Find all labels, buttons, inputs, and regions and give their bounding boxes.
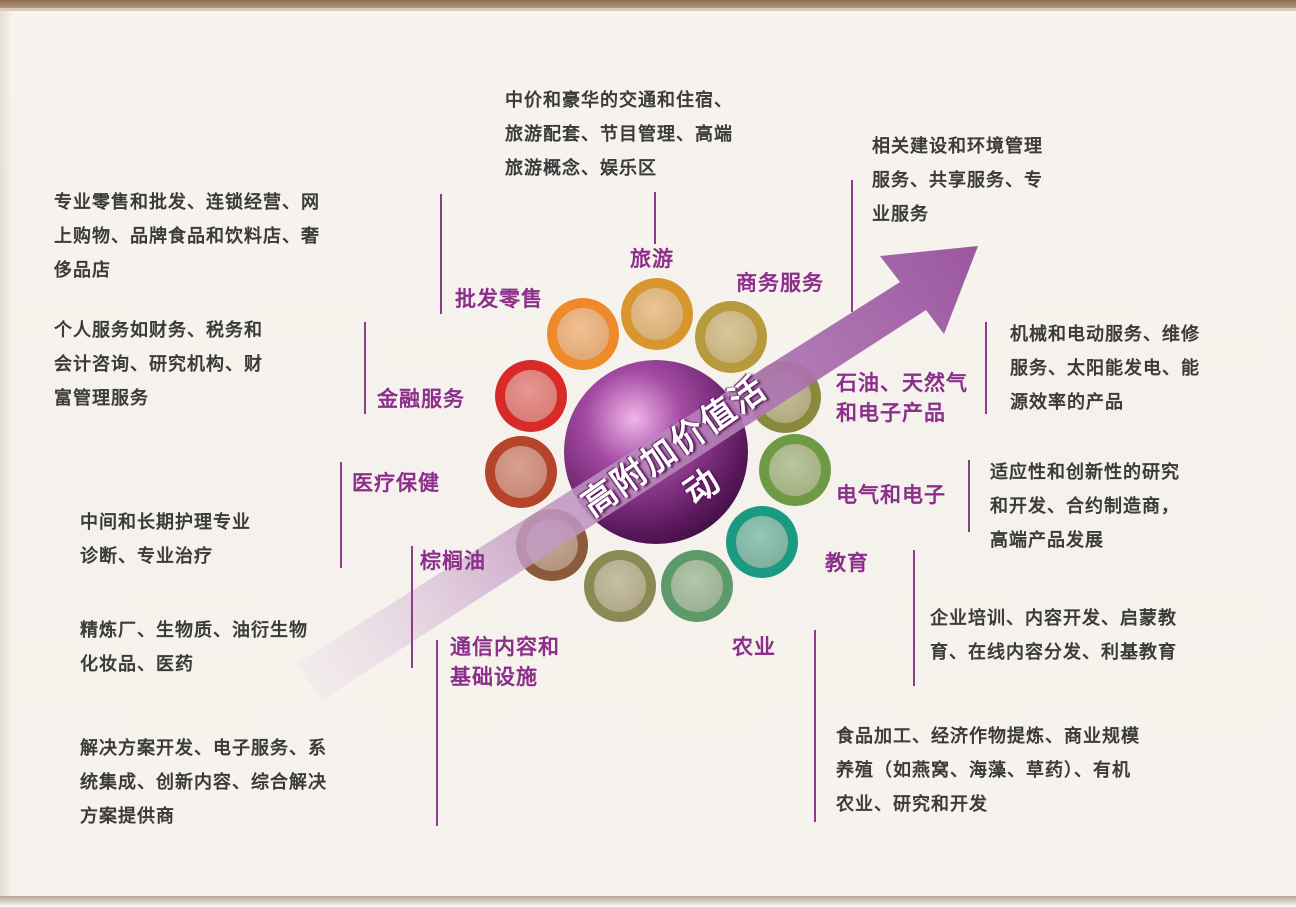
category-business-services: 商务服务	[736, 271, 824, 295]
description-business-services: 相关建设和环境管理 服务、共享服务、专 业服务	[872, 136, 1043, 225]
category-healthcare: 医疗保健	[352, 471, 440, 495]
description-tourism: 中价和豪华的交通和住宿、 旅游配套、节目管理、高端 旅游概念、娱乐区	[505, 90, 733, 179]
divider-healthcare	[340, 462, 342, 568]
ring-circle-3	[695, 301, 767, 373]
divider-education	[913, 550, 915, 686]
circle-ring	[485, 278, 831, 622]
top-border-line	[0, 8, 1296, 11]
divider-electrical	[968, 460, 970, 532]
description-palm-oil: 精炼厂、生物质、油衍生物 化妆品、医药	[80, 620, 308, 675]
divider-business	[851, 180, 853, 312]
divider-finance	[364, 322, 366, 414]
description-education: 企业培训、内容开发、启蒙教 育、在线内容分发、利基教育	[930, 608, 1177, 663]
description-healthcare: 中间和长期护理专业 诊断、专业治疗	[80, 512, 251, 567]
description-financial-services: 个人服务如财务、税务和 会计咨询、研究机构、财 富管理服务	[54, 320, 263, 409]
value-arrow	[296, 246, 978, 700]
divider-oil	[985, 322, 987, 414]
top-border	[0, 0, 1296, 8]
category-communications: 通信内容和 基础设施	[450, 635, 560, 689]
category-palm-oil: 棕榈油	[420, 549, 486, 573]
category-agriculture: 农业	[732, 635, 776, 659]
left-edge-shadow	[0, 11, 12, 897]
ring-circle-8	[584, 550, 656, 622]
category-electrical-electronics: 电气和电子	[836, 483, 946, 507]
ring-circle-6	[726, 506, 798, 578]
divider-agriculture	[814, 630, 816, 822]
divider-communications	[436, 640, 438, 826]
divider-wholesale	[440, 194, 442, 314]
description-wholesale-retail: 专业零售和批发、连锁经营、网 上购物、品牌食品和饮料店、奢 侈品店	[54, 192, 320, 281]
description-oil-gas-electronics: 机械和电动服务、维修 服务、太阳能发电、能 源效率的产品	[1010, 324, 1200, 413]
description-communications: 解决方案开发、电子服务、系 统集成、创新内容、综合解决 方案提供商	[80, 738, 327, 827]
bottom-border	[0, 896, 1296, 907]
ring-circle-5	[759, 434, 831, 506]
ring-circle-11	[495, 360, 567, 432]
divider-palm-oil	[411, 546, 413, 668]
description-electrical-electronics: 适应性和创新性的研究 和开发、合约制造商， 高端产品发展	[990, 462, 1180, 551]
ring-circle-2	[621, 278, 693, 350]
ring-circle-1	[547, 298, 619, 370]
category-education: 教育	[825, 551, 869, 575]
category-oil-gas-electronics: 石油、天然气 和电子产品	[836, 371, 968, 425]
description-agriculture: 食品加工、经济作物提炼、商业规模 养殖（如燕窝、海藻、草药）、有机 农业、研究和…	[836, 726, 1140, 815]
category-tourism: 旅游	[630, 247, 674, 271]
divider-tourism	[654, 192, 656, 244]
ring-circle-7	[661, 550, 733, 622]
ring-circle-10	[485, 436, 557, 508]
category-financial-services: 金融服务	[377, 387, 465, 411]
category-wholesale-retail: 批发零售	[455, 287, 543, 311]
